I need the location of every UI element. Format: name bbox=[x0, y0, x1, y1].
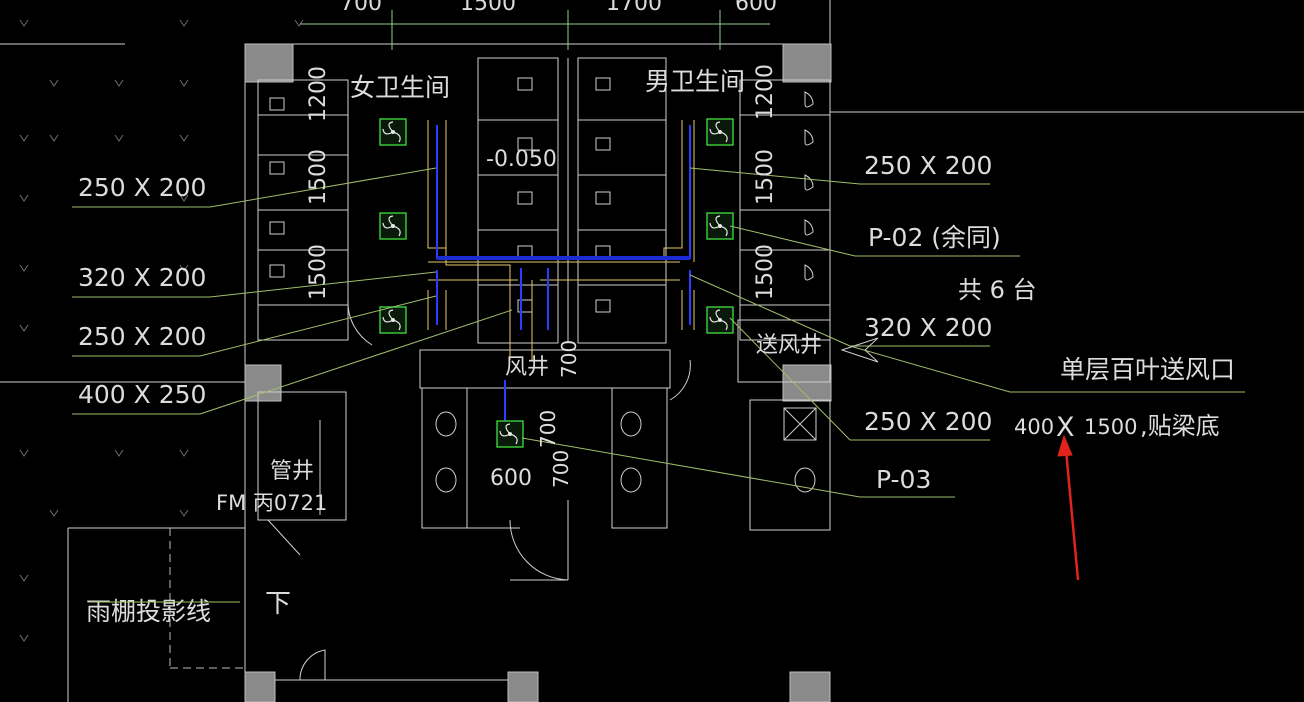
column bbox=[244, 671, 276, 702]
room-labels: 女卫生间 男卫生间 风井 送风井 管井 -0.050 FM 丙0721 雨棚投影… bbox=[86, 67, 1037, 626]
louver-size-b: 1500 bbox=[1084, 415, 1137, 439]
duct-size-label: 250 X 200 bbox=[78, 322, 206, 351]
exhaust-fans bbox=[379, 118, 734, 448]
toilet-icon bbox=[269, 264, 285, 278]
v-dim: 700 bbox=[549, 450, 573, 488]
top-dim: 1500 bbox=[460, 0, 516, 16]
column bbox=[789, 671, 831, 702]
washbasin-icon bbox=[794, 467, 816, 493]
urinal-icon bbox=[804, 91, 814, 108]
toilet-icon bbox=[517, 77, 533, 91]
fan-model-label: P-02 (余同) bbox=[868, 223, 1001, 252]
top-dim: 600 bbox=[735, 0, 777, 16]
ductwork bbox=[427, 120, 695, 425]
urinal-icon bbox=[804, 174, 814, 191]
right-annotations: 250 X 200 P-02 (余同) 320 X 200 250 X 200 … bbox=[864, 151, 1001, 494]
dim-600: 600 bbox=[490, 466, 532, 491]
toilet-icon bbox=[269, 221, 285, 235]
supply-shaft-label: 送风井 bbox=[756, 333, 822, 358]
door-mark: FM 丙0721 bbox=[216, 491, 327, 515]
toilet-icon bbox=[595, 77, 611, 91]
toilet-icon bbox=[517, 191, 533, 205]
louver-note: ,贴梁底 bbox=[1140, 412, 1220, 440]
top-dim: 700 bbox=[340, 0, 382, 16]
top-dimensions: 700 1500 1700 600 bbox=[300, 0, 777, 50]
stair-label: 下 bbox=[265, 589, 291, 619]
toilet-icon bbox=[595, 299, 611, 313]
duct-size-label: 320 X 200 bbox=[78, 263, 206, 292]
exhaust-fan-icon bbox=[706, 212, 734, 240]
washbasin-icon bbox=[620, 411, 642, 437]
v-dim: 700 bbox=[557, 340, 581, 378]
urinal-icon bbox=[804, 219, 814, 236]
unit-count: 共 6 台 bbox=[958, 276, 1037, 304]
louver-size-a: 400 bbox=[1014, 415, 1054, 439]
red-arrow-icon bbox=[1057, 434, 1080, 581]
canopy-label: 雨棚投影线 bbox=[86, 597, 211, 626]
vertical-dimensions: 1200 1500 1500 1200 1500 1500 700 700 70… bbox=[306, 64, 778, 488]
v-dim: 1500 bbox=[306, 149, 331, 205]
mens-restroom-label: 男卫生间 bbox=[645, 67, 745, 96]
duct-size-label: 250 X 200 bbox=[864, 407, 992, 436]
v-dim: 1500 bbox=[306, 244, 331, 300]
toilet-icon bbox=[595, 191, 611, 205]
duct-size-label: 320 X 200 bbox=[864, 313, 992, 342]
urinal-icon bbox=[804, 129, 814, 146]
duct-size-label: 250 X 200 bbox=[864, 151, 992, 180]
column bbox=[782, 364, 832, 402]
fan-model-label: P-03 bbox=[876, 465, 931, 494]
v-dim: 1500 bbox=[753, 149, 778, 205]
v-dim: 1500 bbox=[753, 244, 778, 300]
exhaust-fan-icon bbox=[379, 212, 407, 240]
leader-lines bbox=[72, 167, 1245, 498]
air-shaft-label: 风井 bbox=[505, 355, 549, 380]
toilet-icon bbox=[269, 161, 285, 175]
washbasin-icon bbox=[620, 467, 642, 493]
womens-restroom-label: 女卫生间 bbox=[350, 73, 450, 102]
left-annotations: 250 X 200 320 X 200 250 X 200 400 X 250 bbox=[78, 173, 206, 409]
exhaust-fan-icon bbox=[496, 420, 524, 448]
louver-annotation: 单层百叶送风口 400 X 1500 ,贴梁底 bbox=[1014, 355, 1235, 443]
toilet-icon bbox=[595, 137, 611, 151]
restroom-walls bbox=[257, 57, 831, 681]
toilet-icon bbox=[517, 137, 533, 151]
v-dim: 1200 bbox=[753, 64, 778, 120]
louver-title: 单层百叶送风口 bbox=[1060, 355, 1235, 384]
level-mark: -0.050 bbox=[486, 147, 557, 172]
top-dim: 1700 bbox=[606, 0, 662, 16]
v-dim: 700 bbox=[536, 410, 560, 448]
exhaust-fan-icon bbox=[379, 118, 407, 146]
column bbox=[244, 43, 294, 83]
column bbox=[782, 43, 832, 83]
duct-size-label: 250 X 200 bbox=[78, 173, 206, 202]
pipe-shaft-label: 管井 bbox=[270, 459, 314, 484]
exhaust-fan-icon bbox=[379, 306, 407, 334]
exhaust-fan-icon bbox=[706, 118, 734, 146]
structural-columns bbox=[244, 43, 832, 702]
column bbox=[244, 364, 282, 402]
column bbox=[507, 671, 539, 702]
v-dim: 1200 bbox=[306, 66, 331, 122]
washbasin-icon bbox=[435, 467, 457, 493]
toilet-icon bbox=[269, 97, 285, 111]
washbasin-icon bbox=[435, 411, 457, 437]
louver-size-x: X bbox=[1056, 412, 1075, 443]
urinal-icon bbox=[804, 264, 814, 281]
exhaust-fan-icon bbox=[706, 306, 734, 334]
duct-size-label: 400 X 250 bbox=[78, 380, 206, 409]
